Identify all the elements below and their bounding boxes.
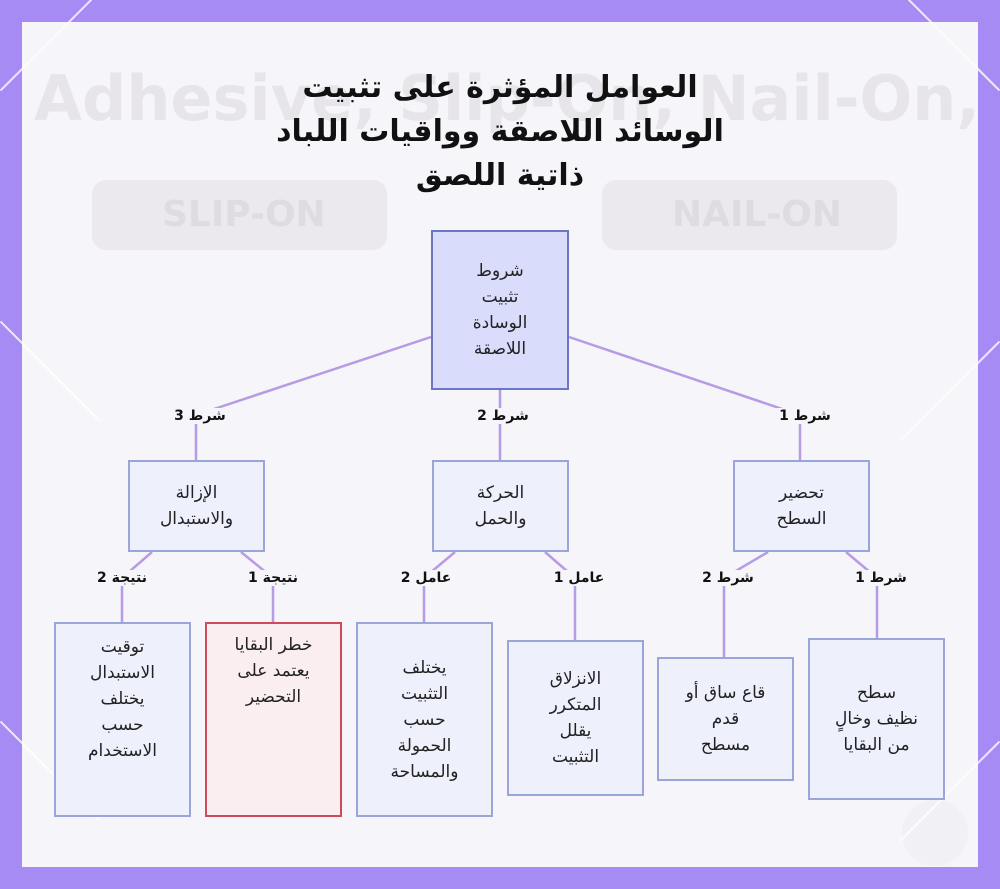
watermark-left-pill	[92, 180, 387, 250]
edge-root-removal	[194, 335, 432, 460]
edge-label-surface-flat: شرط 2	[699, 570, 757, 586]
edge-root-surface-prep	[568, 335, 802, 460]
diagram-title: العوامل المؤثرة على تثبيت الوسائد اللاصق…	[250, 66, 750, 198]
edge-label-removal-timing: نتيجة 2	[94, 570, 150, 586]
edge-removal-residue	[240, 551, 275, 622]
edge-movement-load	[422, 551, 456, 622]
edge-removal-timing	[120, 551, 153, 622]
watermark-logo	[902, 800, 968, 866]
edge-label-root-surface: شرط 1	[776, 408, 834, 424]
edge-label-root-movement: شرط 2	[474, 408, 532, 424]
watermark-headline: Adhesive, Slip-On, Nail-On, Tap-On	[34, 62, 978, 135]
edge-surface-clean	[845, 551, 879, 638]
edge-label-removal-residue: نتيجة 1	[245, 570, 301, 586]
edge-label-root-removal: شرط 3	[171, 408, 229, 424]
edge-label-movement-load: عامل 2	[397, 570, 455, 586]
title-line-1: العوامل المؤثرة على تثبيت	[302, 70, 698, 105]
watermark-right-pill	[602, 180, 897, 250]
watermark-left-badge: SLIP-ON	[162, 194, 326, 235]
title-line-3: ذاتية اللصق	[415, 158, 585, 193]
edge-movement-sliding	[544, 551, 577, 640]
title-line-2: الوسائد اللاصقة وواقيات اللباد	[276, 114, 724, 149]
watermark-right-badge: NAIL-ON	[672, 194, 842, 235]
edge-surface-flat	[722, 550, 769, 657]
edge-label-movement-sliding: عامل 1	[550, 570, 608, 586]
edge-label-surface-clean: شرط 1	[852, 570, 910, 586]
